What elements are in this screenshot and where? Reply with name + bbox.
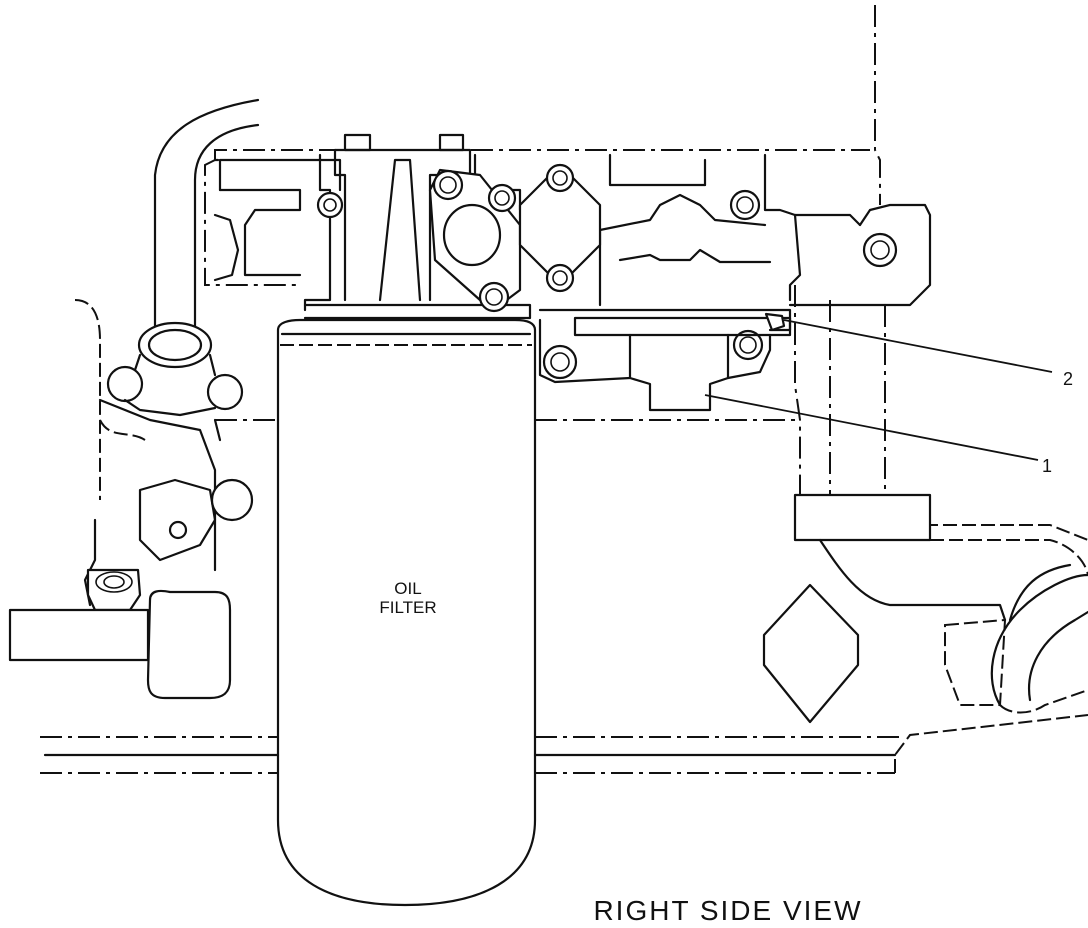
- bolt-icon: [545, 263, 575, 293]
- callout-number-1: 1: [1042, 456, 1052, 476]
- seal-part-2: [764, 312, 786, 332]
- bolt-icon: [729, 189, 761, 221]
- bolt-icon: [545, 163, 575, 193]
- bolt-icon: [487, 183, 517, 213]
- lower-block-rails: [40, 714, 1088, 774]
- bolt-icon: [478, 281, 510, 313]
- oil-filter-label-line1: OIL: [394, 579, 421, 598]
- oil-filter-canister: OIL FILTER: [276, 318, 537, 907]
- filter-adapter-part-1: [538, 316, 792, 412]
- bolt-icon: [732, 329, 764, 361]
- callout-1: 1: [704, 394, 1052, 476]
- oil-filter-label-line2: FILTER: [379, 598, 436, 617]
- view-title: RIGHT SIDE VIEW: [593, 895, 862, 926]
- bolt-icon: [316, 191, 344, 219]
- bolt-icon: [432, 169, 464, 201]
- lower-left-fitting: [8, 299, 254, 700]
- bolt-icon: [542, 344, 578, 380]
- oil-pipe-left: [106, 98, 260, 417]
- bolt-heads: [316, 163, 898, 380]
- callout-number-2: 2: [1063, 369, 1073, 389]
- bolt-icon: [862, 232, 898, 268]
- callout-2: 2: [783, 319, 1073, 389]
- right-lower-fixtures: [762, 493, 1088, 724]
